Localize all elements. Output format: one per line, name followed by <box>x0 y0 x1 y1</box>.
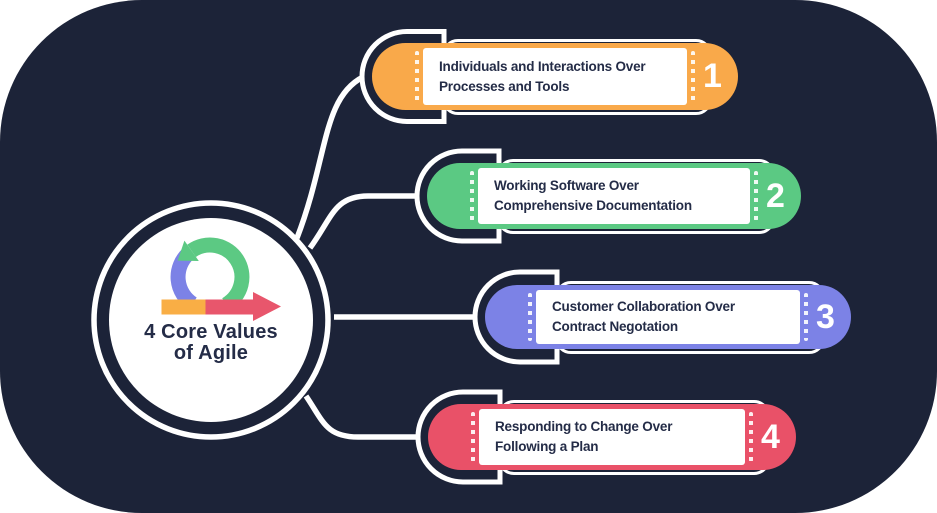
pill-4-label-line2: Following a Plan <box>495 439 599 454</box>
connector-line-1 <box>294 74 365 239</box>
center-circle-outer-ring <box>91 200 331 440</box>
pill-1-label: Individuals and Interactions Over Proces… <box>439 57 687 97</box>
loop-red-arrowhead-icon <box>253 292 281 321</box>
value-pill-1: Individuals and Interactions Over Proces… <box>372 38 738 115</box>
pill-3-label-line2: Contract Negotation <box>552 319 678 334</box>
pill-4-label: Responding to Change Over Following a Pl… <box>495 417 745 457</box>
pill-1-number-badge: 1 <box>703 57 722 95</box>
pill-3-label-line1: Customer Collaboration Over <box>552 299 735 314</box>
center-title-line2: of Agile <box>173 342 249 364</box>
value-pill-3: Customer Collaboration Over Contract Neg… <box>485 280 851 354</box>
pill-4-label-box: Responding to Change Over Following a Pl… <box>471 409 753 465</box>
connector-line-2 <box>307 193 418 250</box>
pill-4-label-line1: Responding to Change Over <box>495 419 673 434</box>
pill-2-label-line1: Working Software Over <box>494 178 639 193</box>
pill-1-label-line1: Individuals and Interactions Over <box>439 58 646 74</box>
center-circle <box>109 218 313 422</box>
loop-green-segment <box>187 237 250 312</box>
loop-orange-bar <box>161 299 206 315</box>
pill-2-number-badge: 2 <box>766 176 785 215</box>
pill-1-label-line2: Processes and Tools <box>439 78 570 94</box>
pill-1-label-box: Individuals and Interactions Over Proces… <box>415 48 695 105</box>
value-pill-2: Working Software Over Comprehensive Docu… <box>427 158 801 234</box>
loop-green-arrowhead-icon <box>177 240 199 261</box>
connector-line-4 <box>303 394 419 440</box>
value-pill-4: Responding to Change Over Following a Pl… <box>428 399 796 475</box>
agile-sprint-loop-icon <box>161 237 281 321</box>
pill-3-label: Customer Collaboration Over Contract Neg… <box>552 297 800 337</box>
pill-3-label-box: Customer Collaboration Over Contract Neg… <box>528 290 808 344</box>
pill-3-number-badge: 3 <box>816 297 835 336</box>
pill-4-number-badge: 4 <box>761 417 780 456</box>
pill-2-label: Working Software Over Comprehensive Docu… <box>494 176 750 216</box>
center-title: 4 Core Values of Agile <box>86 322 336 364</box>
pill-2-label-box: Working Software Over Comprehensive Docu… <box>470 168 758 224</box>
center-title-line1: 4 Core Values <box>144 321 278 343</box>
loop-red-bar <box>205 299 253 315</box>
pill-2-label-line2: Comprehensive Documentation <box>494 198 692 213</box>
